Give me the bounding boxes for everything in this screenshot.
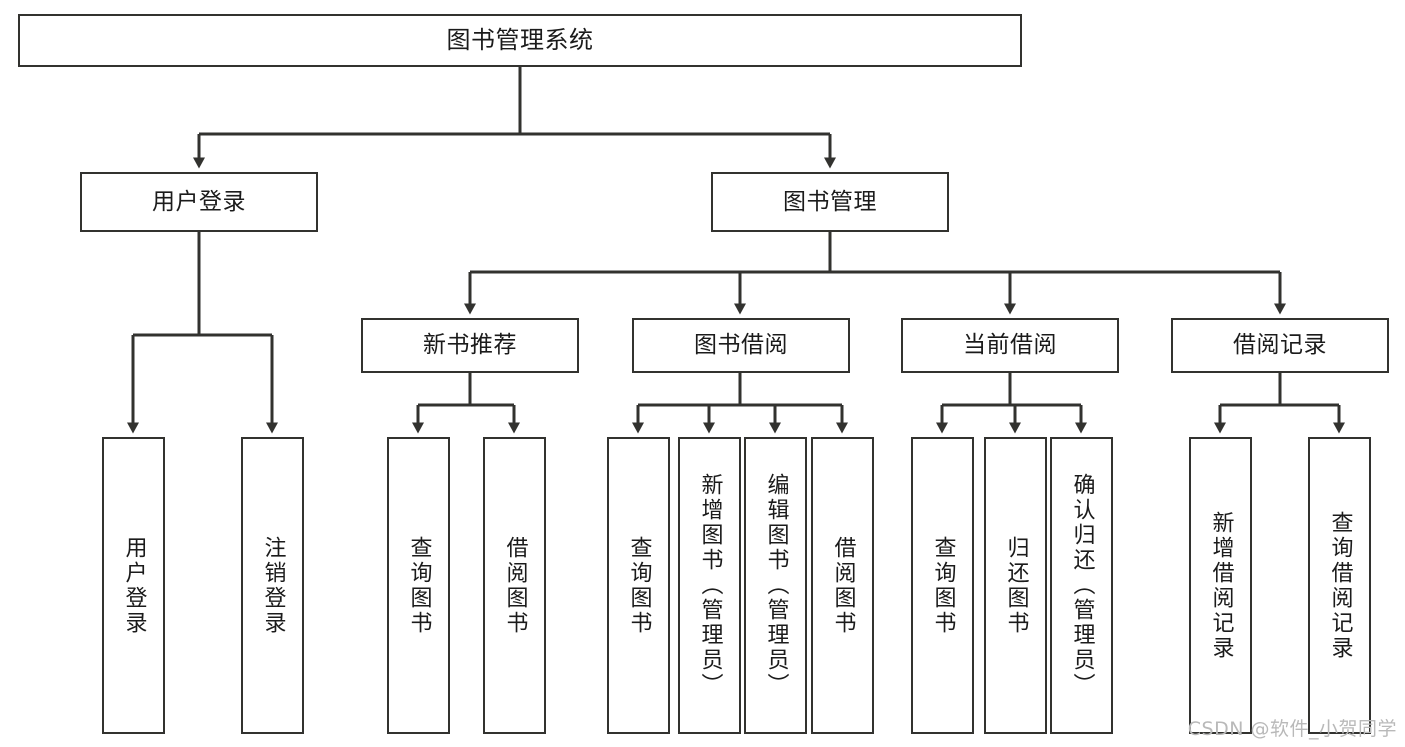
leaf-node-0-label: 用户登录 — [121, 535, 147, 636]
level3-node-1[interactable]: 图书借阅 — [632, 318, 850, 373]
level2-node-1[interactable]: 图书管理 — [711, 172, 949, 232]
leaf-node-7[interactable]: 借阅图书 — [811, 437, 874, 734]
leaf-node-2-label: 查询图书 — [406, 535, 432, 636]
leaf-node-1[interactable]: 注销登录 — [241, 437, 304, 734]
root-node-label: 图书管理系统 — [446, 25, 594, 54]
leaf-node-9[interactable]: 归还图书 — [984, 437, 1047, 734]
leaf-node-12[interactable]: 查询借阅记录 — [1308, 437, 1371, 734]
leaf-node-0[interactable]: 用户登录 — [102, 437, 165, 734]
level3-node-0[interactable]: 新书推荐 — [361, 318, 579, 373]
leaf-node-3-label: 借阅图书 — [502, 535, 528, 636]
leaf-node-5[interactable]: 新增图书（管理员） — [678, 437, 741, 734]
leaf-node-11[interactable]: 新增借阅记录 — [1189, 437, 1252, 734]
level3-node-3-label: 借阅记录 — [1233, 332, 1327, 359]
leaf-node-6[interactable]: 编辑图书（管理员） — [744, 437, 807, 734]
leaf-node-10-label: 确认归还（管理员） — [1069, 473, 1095, 698]
level3-node-0-label: 新书推荐 — [423, 332, 517, 359]
leaf-node-7-label: 借阅图书 — [830, 535, 856, 636]
level3-node-2-label: 当前借阅 — [963, 332, 1057, 359]
level3-node-3[interactable]: 借阅记录 — [1171, 318, 1389, 373]
level3-node-2[interactable]: 当前借阅 — [901, 318, 1119, 373]
leaf-node-8[interactable]: 查询图书 — [911, 437, 974, 734]
leaf-node-9-label: 归还图书 — [1003, 535, 1029, 636]
leaf-node-6-label: 编辑图书（管理员） — [763, 473, 789, 698]
leaf-node-3[interactable]: 借阅图书 — [483, 437, 546, 734]
leaf-node-11-label: 新增借阅记录 — [1208, 510, 1234, 661]
level2-node-0[interactable]: 用户登录 — [80, 172, 318, 232]
leaf-node-1-label: 注销登录 — [260, 535, 286, 636]
leaf-node-8-label: 查询图书 — [930, 535, 956, 636]
level2-node-0-label: 用户登录 — [152, 188, 246, 215]
level3-node-1-label: 图书借阅 — [694, 332, 788, 359]
leaf-node-10[interactable]: 确认归还（管理员） — [1050, 437, 1113, 734]
leaf-node-4[interactable]: 查询图书 — [607, 437, 670, 734]
leaf-node-2[interactable]: 查询图书 — [387, 437, 450, 734]
leaf-node-4-label: 查询图书 — [626, 535, 652, 636]
leaf-node-5-label: 新增图书（管理员） — [697, 473, 723, 698]
root-node[interactable]: 图书管理系统 — [18, 14, 1022, 67]
leaf-node-12-label: 查询借阅记录 — [1327, 510, 1353, 661]
connector-group — [127, 67, 1345, 434]
level2-node-1-label: 图书管理 — [783, 188, 877, 215]
